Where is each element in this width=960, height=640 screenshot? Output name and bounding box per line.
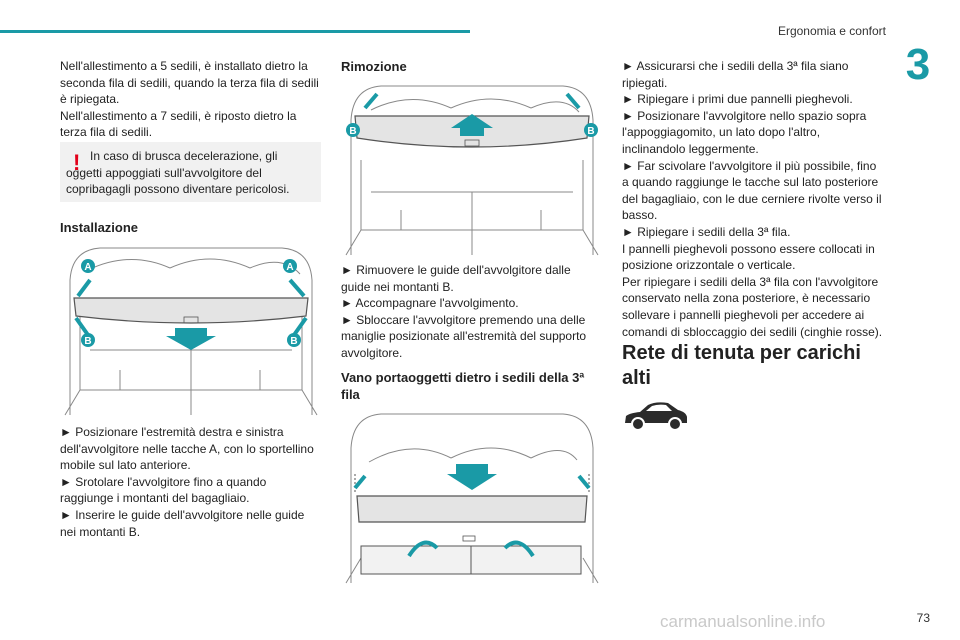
step-text: ► Posizionare l'estremità destra e sinis… (60, 425, 314, 473)
chapter-number: 3 (905, 40, 931, 89)
installation-figure: A A B B (64, 247, 318, 416)
car-icon (625, 402, 687, 431)
note-text: I pannelli pieghevoli possono essere col… (622, 241, 875, 273)
callout-b-right: B (287, 333, 301, 347)
watermark: carmanualsonline.info (660, 612, 826, 631)
step-text: ► Rimuovere le guide dell'avvolgitore da… (341, 263, 571, 294)
step-text: ► Ripiegare i primi due pannelli pieghev… (622, 92, 853, 107)
step-text: ► Inserire le guide dell'avvolgitore nel… (60, 507, 305, 539)
removal-steps: ► Rimuovere le guide dell'avvolgitore da… (341, 262, 603, 362)
callout-a-right: A (283, 259, 297, 273)
storage-steps: ► Assicurarsi che i sedili della 3ª fila… (622, 58, 884, 340)
callout-b-left: B (346, 123, 360, 137)
storage-figure (345, 413, 599, 584)
step-text: ► Posizionare l'avvolgitore nello spazio… (622, 108, 867, 156)
section-title: Ergonomia e confort (777, 24, 886, 38)
step-text: ► Srotolare l'avvolgitore fino a quando … (60, 474, 267, 506)
svg-text:B: B (587, 126, 594, 137)
step-text: ► Far scivolare l'avvolgitore il più pos… (622, 158, 882, 223)
removal-figure: B B (345, 85, 599, 256)
installation-steps: ► Posizionare l'estremità destra e sinis… (60, 424, 322, 540)
warning-icon: ! (73, 150, 81, 175)
intro-paragraph: Nell'allestimento a 7 sedili, è riposto … (60, 108, 297, 140)
callout-a-left: A (81, 259, 95, 273)
intro-text: Nell'allestimento a 5 sedili, è installa… (60, 58, 322, 141)
warning-box: ! In caso di brusca decelerazione, gli o… (60, 142, 321, 202)
svg-text:A: A (84, 262, 91, 273)
callout-b-right: B (584, 123, 598, 137)
step-text: ► Ripiegare i sedili della 3ª fila. (622, 224, 791, 239)
step-text: ► Accompagnare l'avvolgimento. (341, 296, 519, 311)
note-text: Per ripiegare i sedili della 3ª fila con… (622, 274, 883, 339)
header-accent-bar (0, 30, 470, 33)
callout-b-left: B (81, 333, 95, 347)
svg-text:B: B (290, 336, 297, 347)
step-text: ► Sbloccare l'avvolgitore premendo una d… (341, 312, 587, 360)
svg-text:B: B (349, 126, 356, 137)
removal-heading: Rimozione (341, 59, 407, 74)
warning-text: In caso di brusca decelerazione, gli ogg… (66, 149, 290, 197)
installation-heading: Installazione (60, 220, 139, 235)
step-text: ► Assicurarsi che i sedili della 3ª fila… (622, 59, 849, 90)
intro-paragraph: Nell'allestimento a 5 sedili, è installa… (60, 59, 319, 107)
cargo-net-heading: Rete di tenuta per carichi alti (622, 342, 861, 389)
svg-text:B: B (84, 336, 91, 347)
storage-heading: Vano portaoggetti dietro i sedili della … (341, 370, 585, 402)
svg-text:A: A (286, 262, 293, 273)
page-number: 73 (916, 611, 930, 625)
